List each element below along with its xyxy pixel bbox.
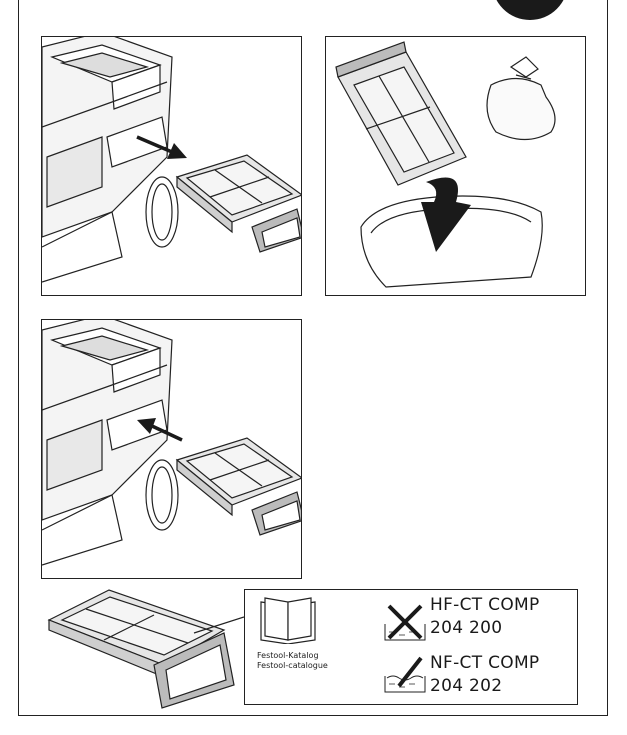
page-frame — [18, 0, 608, 716]
filter-cassette — [175, 437, 301, 536]
variant-number-hf: 204 200 — [430, 618, 503, 638]
replacement-info-box: Festool-Katalog Festool-catalogue HF-CT … — [244, 589, 578, 705]
catalog-label-en: Festool-catalogue — [257, 661, 328, 670]
vacuum-remove-illustration — [42, 37, 301, 283]
step-remove-filter-panel — [41, 36, 302, 296]
manual-book-icon — [490, 0, 570, 22]
step-dispose-filter-panel — [325, 36, 586, 296]
open-book-icon — [257, 596, 319, 645]
filter-wet-icon — [383, 654, 427, 694]
variant-number-nf: 204 202 — [430, 676, 503, 696]
vacuum-insert-illustration — [42, 320, 301, 566]
step-insert-filter-panel — [41, 319, 302, 579]
pull-out-arrow-icon — [136, 135, 187, 159]
replacement-filter-illustration — [44, 585, 245, 710]
filter-dry-crossed-icon — [383, 602, 427, 642]
variant-model-hf: HF-CT COMP — [430, 595, 540, 615]
catalog-label-de: Festool-Katalog — [257, 651, 319, 660]
dispose-filter-illustration — [335, 41, 556, 288]
variant-model-nf: NF-CT COMP — [430, 653, 540, 673]
drop-arrow-icon — [421, 177, 471, 252]
push-in-arrow-icon — [137, 418, 183, 442]
filter-cassette — [175, 154, 301, 253]
